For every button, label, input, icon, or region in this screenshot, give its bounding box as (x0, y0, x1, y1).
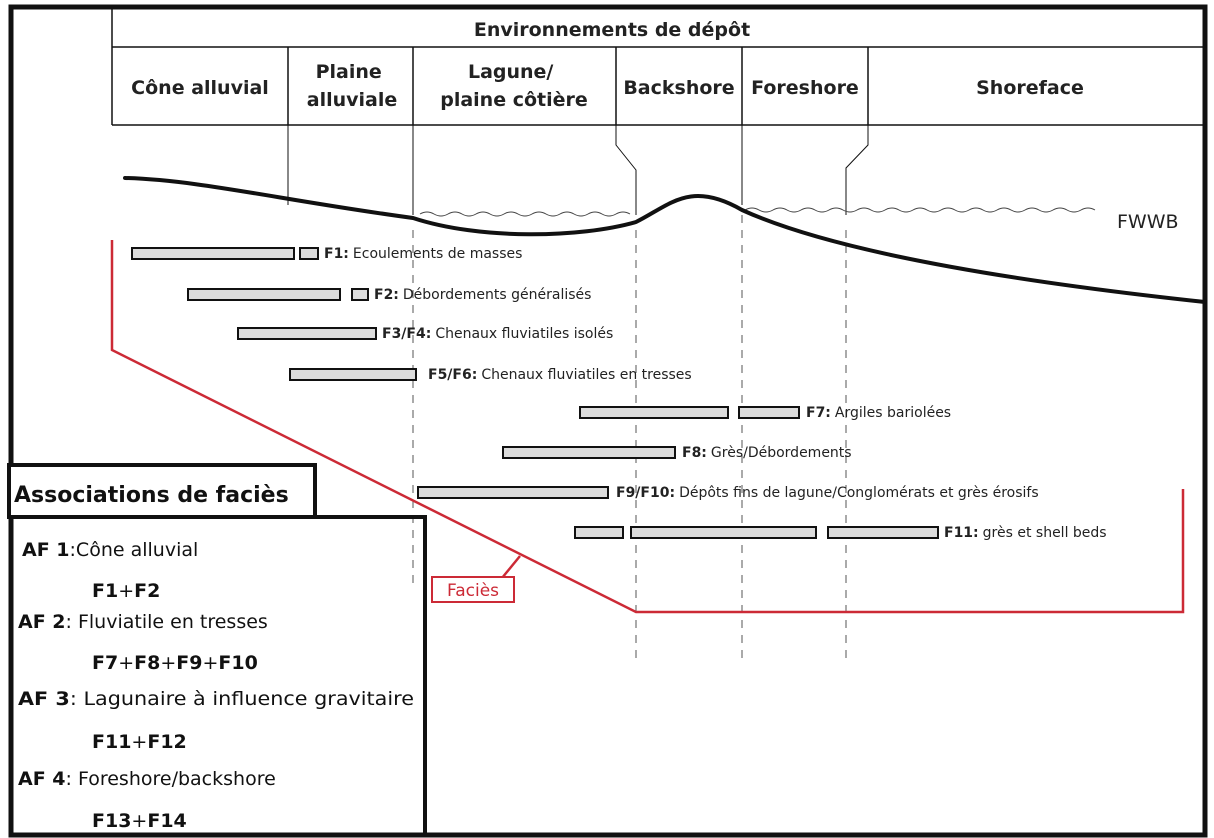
environment-header: Environnements de dépôt Cône alluvial Pl… (111, 9, 1203, 126)
env-lagune: Lagune/ plaine côtière (440, 61, 588, 111)
facies-bar-f3f4 (237, 327, 377, 340)
af1-facies: F1+F2 (92, 580, 160, 602)
facies-bar-f7a (579, 406, 729, 419)
facies-tag-box (431, 576, 515, 603)
facies-label-f11: F11:grès et shell beds (944, 525, 1107, 541)
facies-bracket (110, 240, 1185, 614)
facies-bar-f2 (187, 288, 341, 301)
zone-boundaries (287, 125, 869, 215)
facies-label-f1: F1:Ecoulements de masses (324, 246, 522, 262)
af4-line: AF 4: Foreshore/backshore (18, 768, 276, 790)
associations-title-box (7, 463, 317, 519)
facies-label-f9f10: F9/F10:Dépôts fins de lagune/Conglomérat… (616, 485, 1039, 501)
associations-title: Associations de faciès (14, 483, 289, 508)
facies-bar-f8 (502, 446, 676, 459)
facies-bars (131, 247, 939, 539)
env-backshore: Backshore (623, 77, 734, 99)
facies-bar-f11a (574, 526, 624, 539)
env-shoreface: Shoreface (976, 77, 1084, 99)
facies-bar-f5f6 (289, 368, 417, 381)
env-cone-alluvial: Cône alluvial (131, 77, 269, 99)
af2-line: AF 2: Fluviatile en tresses (18, 611, 268, 633)
fwwb-label: FWWB (1117, 211, 1179, 233)
fwwb-wave-line (419, 207, 1096, 217)
env-plaine-alluviale: Plaine alluviale (307, 61, 398, 111)
af3-facies: F11+F12 (92, 731, 187, 753)
env-foreshore: Foreshore (751, 77, 859, 99)
facies-tag-label: Faciès (447, 581, 499, 601)
facies-bar-f7b (738, 406, 800, 419)
facies-bar-f1 (131, 247, 295, 260)
associations-list-box (11, 515, 427, 836)
facies-label-f3f4: F3/F4:Chenaux fluviatiles isolés (382, 326, 613, 342)
af1-line: AF 1:Cône alluvial (22, 539, 198, 561)
facies-bar-f1-minor (299, 247, 319, 260)
facies-label-f5f6: F5/F6:Chenaux fluviatiles en tresses (428, 367, 692, 383)
facies-bar-f9f10 (417, 486, 609, 499)
facies-label-f8: F8:Grès/Débordements (682, 445, 852, 461)
af3-line: AF 3: Lagunaire à influence gravitaire (18, 688, 414, 710)
facies-label-f7: F7:Argiles bariolées (806, 405, 951, 421)
depositional-profile (123, 176, 1207, 304)
outer-frame (8, 4, 1208, 838)
facies-label-f2: F2:Débordements généralisés (374, 287, 591, 303)
facies-bar-f2-minor (351, 288, 369, 301)
af2-facies: F7+F8+F9+F10 (92, 652, 258, 674)
af4-facies: F13+F14 (92, 810, 187, 832)
facies-bar-f11c (827, 526, 939, 539)
header-title: Environnements de dépôt (474, 19, 750, 41)
associations-panel: Associations de faciès AF 1:Cône alluvia… (7, 463, 427, 836)
facies-bar-f11b (630, 526, 817, 539)
